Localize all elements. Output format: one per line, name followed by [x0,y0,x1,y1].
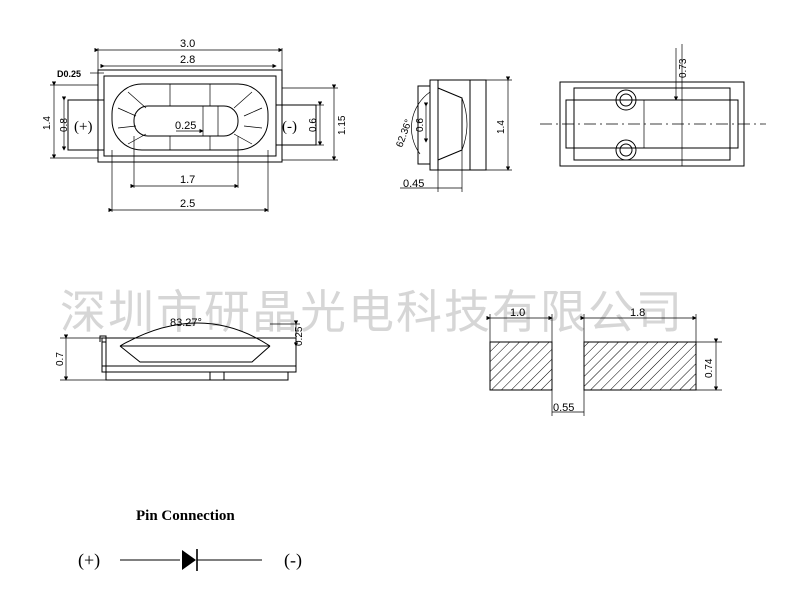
dim-body-height-right: 1.15 [337,115,348,135]
dim-body-width: 2.8 [180,54,195,66]
dim-pad-gap: 0.55 [553,402,574,414]
pin-connection: Pin Connection (+) (-) [78,508,302,571]
dim-lens-inner: 1.7 [180,174,195,186]
dim-front-height: 0.7 [55,352,66,366]
dim-pad-height: 0.74 [704,358,715,378]
dim-center-gap: 0.25 [175,120,196,132]
front-view: 83.27° 0.7 0.25 [55,317,305,381]
cathode-label: (-) [284,550,302,571]
diode-symbol-icon [182,550,196,570]
dim-end-height: 0.73 [678,58,689,78]
pad-layout: 1.0 1.8 0.55 0.74 [486,307,722,416]
anode-label: (+) [78,550,100,571]
left-pad [489,341,553,391]
dim-side-height: 1.4 [496,120,507,134]
side-view: 62.36° 0.6 1.4 0.45 [394,76,512,192]
top-view: 3.0 2.8 D0.25 (+) (-) [42,38,348,213]
dim-side-lens: 0.6 [415,118,426,132]
pad-positive-label: (+) [74,119,92,135]
dim-front-angle: 83.27° [170,317,202,329]
dim-right-pad: 1.8 [630,307,645,319]
dim-overall-width: 3.0 [180,38,195,50]
dim-pad-height-left: 0.8 [59,118,70,132]
dim-lens-outer: 2.5 [180,198,195,210]
company-watermark: 深圳市研晶光电科技有限公司 [60,285,684,339]
end-view: 0.73 [540,44,766,167]
dim-front-lens-height: 0.25 [294,326,305,346]
right-pad [583,341,697,391]
pin-connection-title: Pin Connection [136,508,235,524]
dim-side-base: 0.45 [403,178,424,190]
dim-left-pad: 1.0 [510,307,525,319]
dim-pad-height-right: 0.6 [308,118,319,132]
dim-cut: D0.25 [57,69,81,79]
dim-height-left: 1.4 [42,116,53,130]
pad-negative-label: (-) [282,119,297,135]
